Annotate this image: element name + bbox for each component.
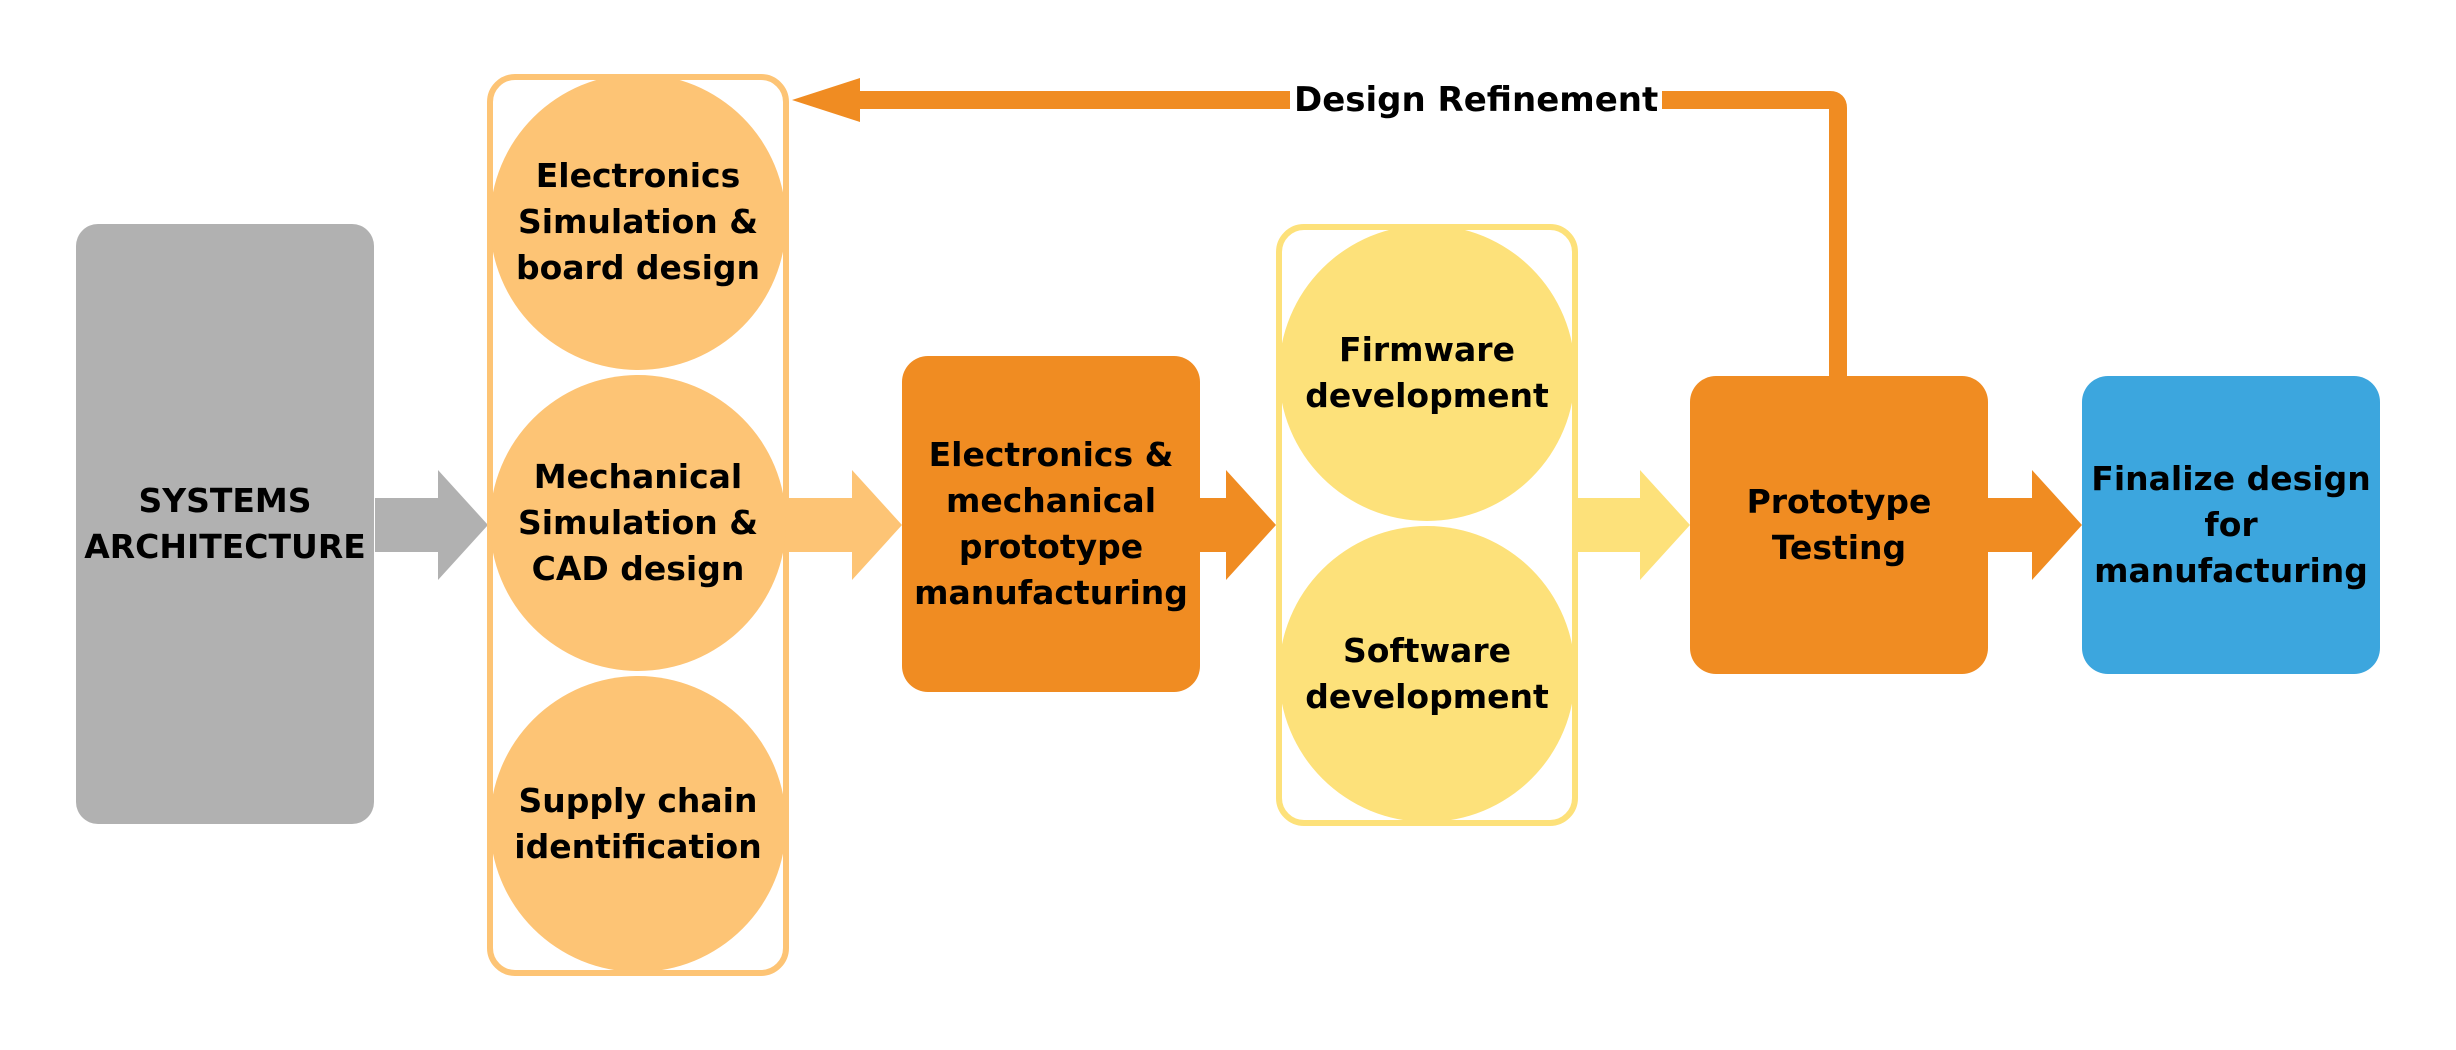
prototype-manufacturing-box: Electronics & mechanical prototype manuf…	[902, 356, 1200, 692]
feedback-arrowhead	[792, 78, 860, 122]
prototype-testing-box: Prototype Testing	[1690, 376, 1988, 674]
mechanical-simulation-label: Mechanical Simulation & CAD design	[517, 457, 759, 588]
prototype-testing-label: Prototype Testing	[1746, 482, 1932, 567]
arrow-manufacturing-to-development	[1200, 470, 1276, 580]
design-refinement-label: Design Refinement	[1290, 80, 1663, 120]
prototype-manufacturing-label: Electronics & mechanical prototype manuf…	[914, 435, 1188, 612]
arrow-architecture-to-design	[375, 470, 488, 580]
electronics-simulation-circle: Electronics Simulation & board design	[490, 74, 786, 370]
software-development-label: Software development	[1305, 631, 1549, 716]
supply-chain-circle: Supply chain identification	[490, 676, 786, 972]
finalize-design-box: Finalize design for manufacturing	[2082, 376, 2380, 674]
firmware-development-circle: Firmware development	[1279, 225, 1575, 521]
systems-architecture-label: SYSTEMS ARCHITECTURE	[84, 481, 366, 566]
arrow-testing-to-finalize	[1988, 470, 2082, 580]
systems-architecture-box: SYSTEMS ARCHITECTURE	[76, 224, 374, 824]
mechanical-simulation-circle: Mechanical Simulation & CAD design	[490, 375, 786, 671]
software-development-circle: Software development	[1279, 526, 1575, 822]
arrow-development-to-testing	[1576, 470, 1690, 580]
finalize-design-label: Finalize design for manufacturing	[2091, 459, 2371, 590]
arrow-design-to-manufacturing	[787, 470, 902, 580]
electronics-simulation-label: Electronics Simulation & board design	[515, 156, 761, 287]
feedback-loop-line	[858, 91, 1847, 376]
firmware-development-label: Firmware development	[1305, 330, 1549, 415]
supply-chain-label: Supply chain identification	[514, 781, 762, 866]
